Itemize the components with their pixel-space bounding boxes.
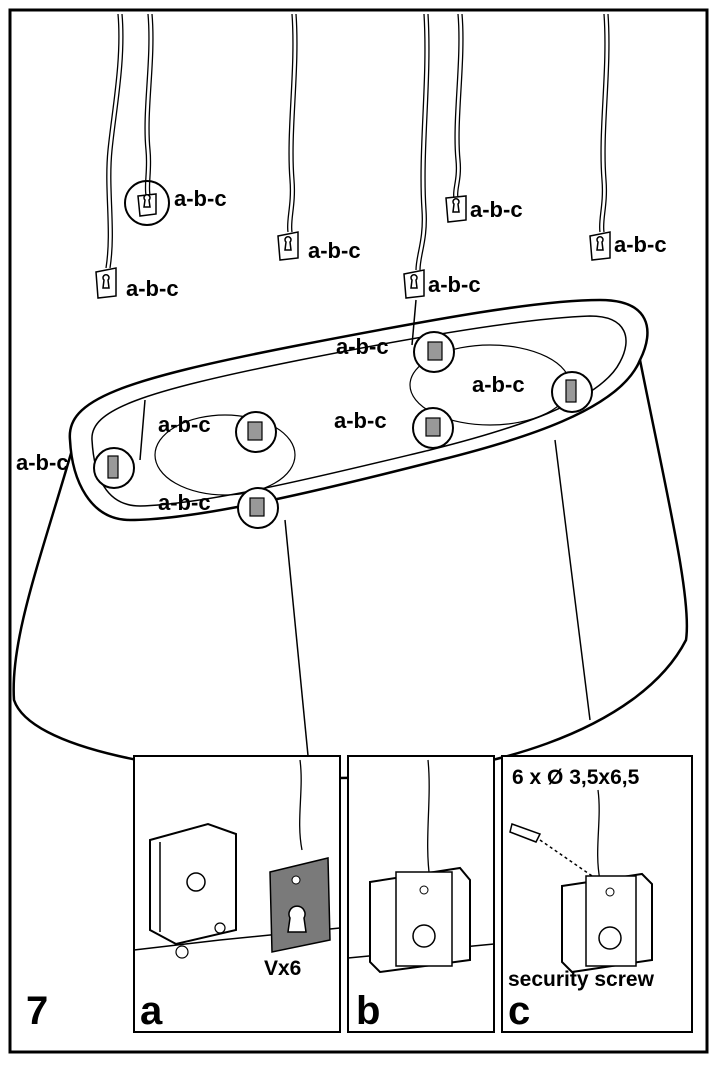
detail-panel-b: b bbox=[347, 755, 495, 1033]
quantity-label: Vx6 bbox=[264, 957, 301, 980]
screw-hole-icon bbox=[186, 872, 206, 892]
bracket-label: a-b-c bbox=[158, 412, 211, 437]
cable-5 bbox=[452, 13, 460, 199]
detail-panel-a: Vx6 a bbox=[133, 755, 341, 1033]
mount-points bbox=[93, 331, 593, 529]
mount-point bbox=[551, 371, 593, 413]
seam-2 bbox=[554, 439, 591, 721]
cable-1 bbox=[105, 13, 120, 269]
bracket-label: a-b-c bbox=[334, 408, 387, 433]
cable-3b bbox=[290, 13, 298, 233]
bracket-label: a-b-c bbox=[470, 197, 523, 222]
bracket-label: a-b-c bbox=[16, 450, 69, 475]
cable-4 bbox=[415, 13, 426, 271]
mount-point bbox=[237, 487, 279, 529]
panel-letter: b bbox=[356, 989, 380, 1033]
bracket-labels: a-b-c a-b-c a-b-c a-b-c a-b-c a-b-c a-b-… bbox=[16, 186, 667, 515]
bracket-label: a-b-c bbox=[126, 276, 179, 301]
screw-spec: 6 x Ø 3,5x6,5 bbox=[512, 766, 640, 789]
hood-body bbox=[12, 298, 689, 780]
cable-3 bbox=[286, 13, 294, 233]
cable-5b bbox=[456, 13, 464, 199]
screw-icon bbox=[509, 823, 542, 843]
cables bbox=[105, 13, 610, 271]
hood-inner-rim bbox=[91, 315, 627, 507]
hood-top-rim bbox=[68, 298, 649, 522]
mount-point bbox=[413, 331, 455, 373]
bracket-highlight-circle bbox=[124, 180, 170, 226]
seam-1 bbox=[284, 519, 311, 777]
mount-point bbox=[235, 411, 277, 453]
cable-2b bbox=[148, 13, 154, 196]
fan-opening-left bbox=[154, 414, 296, 496]
hanging-brackets bbox=[95, 180, 611, 299]
detail-panel-c: 6 x Ø 3,5x6,5 security screw c bbox=[501, 755, 693, 1033]
bracket-label: a-b-c bbox=[336, 334, 389, 359]
panel-letter: a bbox=[140, 989, 163, 1033]
bracket-label: a-b-c bbox=[614, 232, 667, 257]
cable-4b bbox=[419, 13, 430, 271]
screw-icon bbox=[412, 924, 436, 948]
cable-1b bbox=[109, 13, 124, 269]
bracket-icon bbox=[589, 231, 611, 261]
bracket-label: a-b-c bbox=[428, 272, 481, 297]
mount-point bbox=[412, 407, 454, 449]
bracket-label: a-b-c bbox=[158, 490, 211, 515]
page-frame bbox=[8, 8, 709, 1054]
bracket-label: a-b-c bbox=[308, 238, 361, 263]
cable-6b bbox=[602, 13, 610, 233]
screw-caption: security screw bbox=[508, 968, 655, 991]
mount-point bbox=[93, 447, 135, 489]
cable-2 bbox=[144, 13, 150, 196]
bracket-label: a-b-c bbox=[174, 186, 227, 211]
cable-6 bbox=[598, 13, 606, 233]
bracket-icon bbox=[445, 195, 467, 223]
bracket-label: a-b-c bbox=[472, 372, 525, 397]
bracket-icon bbox=[95, 267, 117, 299]
bracket-icon bbox=[277, 231, 299, 261]
panel-letter: c bbox=[508, 989, 530, 1033]
step-number: 7 bbox=[26, 989, 48, 1033]
bracket-icon bbox=[403, 269, 425, 299]
bracket-icon bbox=[137, 193, 157, 217]
hanging-bracket-icon bbox=[269, 857, 331, 953]
